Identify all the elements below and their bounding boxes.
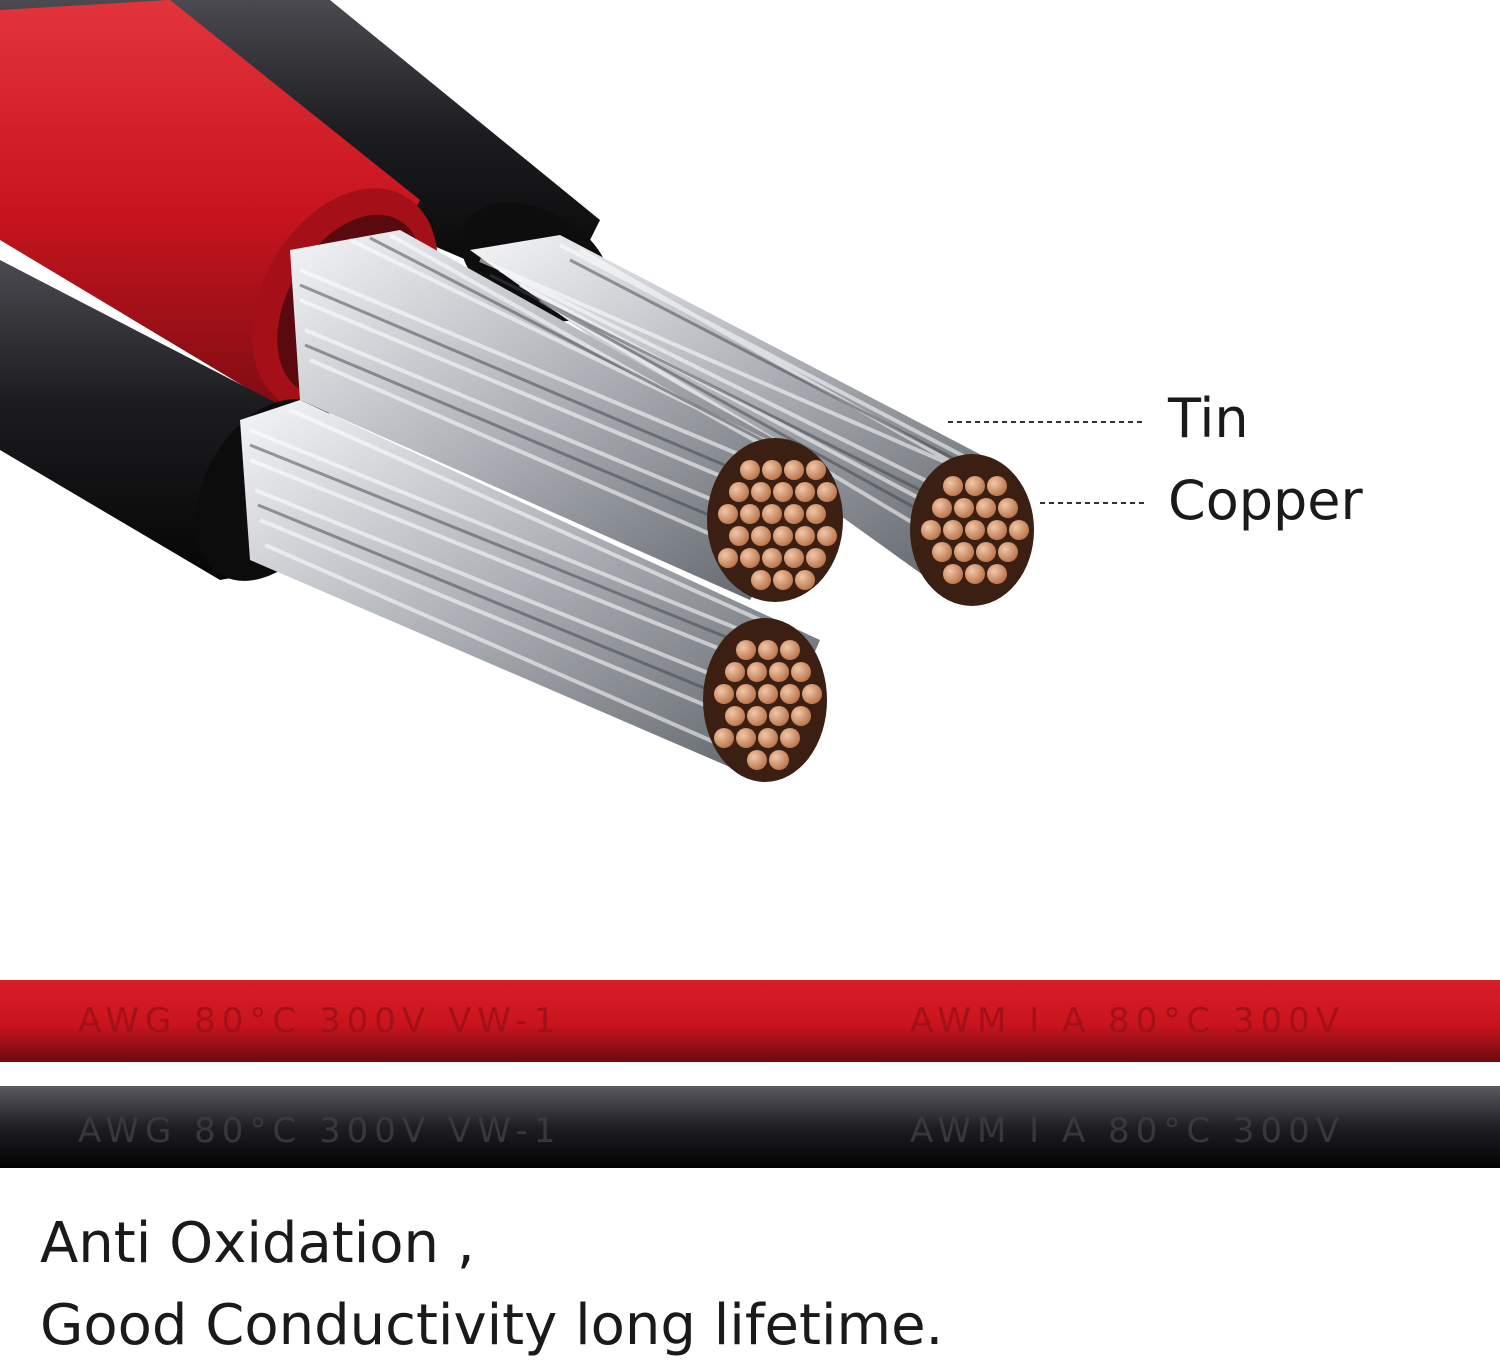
copper-strand-dot xyxy=(780,640,800,660)
conductor-strands-middle xyxy=(290,230,830,600)
black-wire-strip: AWG 80°C 300V VW-1 AWM I A 80°C 300V xyxy=(0,1086,1500,1168)
copper-strand-dot xyxy=(773,482,793,502)
copper-strand-dot xyxy=(921,520,941,540)
black-wire-print-1: AWG 80°C 300V VW-1 xyxy=(78,1111,561,1151)
copper-strand-dot xyxy=(806,504,826,524)
copper-strand-ends xyxy=(714,460,1029,770)
copper-strand-dot xyxy=(769,706,789,726)
copper-strand-dot xyxy=(943,476,963,496)
copper-strand-dot xyxy=(714,684,734,704)
copper-strand-dot xyxy=(817,526,837,546)
copper-strand-dot xyxy=(802,684,822,704)
copper-strand-dot xyxy=(773,570,793,590)
copper-strand-dot xyxy=(806,548,826,568)
copper-strand-dot xyxy=(932,498,952,518)
copper-strand-dot xyxy=(791,706,811,726)
copper-strand-dot xyxy=(954,542,974,562)
caption-line-1: Anti Oxidation , xyxy=(40,1211,475,1276)
tin-label: Tin xyxy=(1168,387,1249,450)
copper-strand-dot xyxy=(758,640,778,660)
copper-strand-dot xyxy=(740,504,760,524)
copper-strand-dot xyxy=(747,750,767,770)
copper-strand-dot xyxy=(736,728,756,748)
red-wire-print-2: AWM I A 80°C 300V xyxy=(910,1001,1345,1041)
copper-strand-dot xyxy=(965,564,985,584)
copper-strand-dot xyxy=(987,476,1007,496)
copper-strand-dot xyxy=(747,706,767,726)
copper-strand-dot xyxy=(806,460,826,480)
copper-strand-dot xyxy=(780,728,800,748)
copper-strand-dot xyxy=(758,684,778,704)
copper-strand-dot xyxy=(769,750,789,770)
copper-strand-dot xyxy=(943,520,963,540)
copper-strand-dot xyxy=(932,542,952,562)
copper-strand-dot xyxy=(976,542,996,562)
copper-strand-dot xyxy=(817,482,837,502)
copper-strand-dot xyxy=(795,482,815,502)
copper-strand-dot xyxy=(718,548,738,568)
copper-strand-dot xyxy=(965,520,985,540)
copper-strand-dot xyxy=(762,504,782,524)
copper-strand-dot xyxy=(751,526,771,546)
copper-strand-dot xyxy=(747,662,767,682)
copper-strand-dot xyxy=(740,548,760,568)
black-wire-print-2: AWM I A 80°C 300V xyxy=(910,1111,1345,1151)
copper-strand-dot xyxy=(740,460,760,480)
copper-strand-dot xyxy=(762,548,782,568)
copper-strand-dot xyxy=(718,504,738,524)
copper-strand-dot xyxy=(987,520,1007,540)
copper-strand-dot xyxy=(965,476,985,496)
conductor-strands-lower xyxy=(240,400,820,780)
copper-strand-dot xyxy=(725,662,745,682)
copper-strand-dot xyxy=(758,728,778,748)
copper-strand-dot xyxy=(751,570,771,590)
red-wire-strip: AWG 80°C 300V VW-1 AWM I A 80°C 300V xyxy=(0,980,1500,1062)
copper-strand-dot xyxy=(769,662,789,682)
copper-strand-dot xyxy=(998,542,1018,562)
copper-strand-dot xyxy=(987,564,1007,584)
copper-strand-dot xyxy=(725,706,745,726)
copper-strand-dot xyxy=(714,728,734,748)
copper-strand-dot xyxy=(780,684,800,704)
copper-strand-dot xyxy=(736,640,756,660)
copper-strand-dot xyxy=(998,498,1018,518)
copper-strand-dot xyxy=(976,498,996,518)
copper-strand-dot xyxy=(954,498,974,518)
copper-strand-dot xyxy=(795,526,815,546)
copper-strand-dot xyxy=(784,548,804,568)
copper-strand-dot xyxy=(784,504,804,524)
conductor-strands-right xyxy=(470,235,1010,580)
copper-strand-dot xyxy=(1009,520,1029,540)
caption-line-2: Good Conductivity long lifetime. xyxy=(40,1293,944,1358)
copper-strand-dot xyxy=(943,564,963,584)
copper-strand-dot xyxy=(729,482,749,502)
copper-label: Copper xyxy=(1168,469,1363,532)
copper-strand-dot xyxy=(784,460,804,480)
copper-strand-dot xyxy=(729,526,749,546)
copper-strand-dot xyxy=(773,526,793,546)
red-wire-print-1: AWG 80°C 300V VW-1 xyxy=(78,1001,561,1041)
copper-strand-dot xyxy=(762,460,782,480)
copper-strand-dot xyxy=(751,482,771,502)
copper-strand-dot xyxy=(795,570,815,590)
copper-strand-dot xyxy=(791,662,811,682)
copper-strand-dot xyxy=(736,684,756,704)
